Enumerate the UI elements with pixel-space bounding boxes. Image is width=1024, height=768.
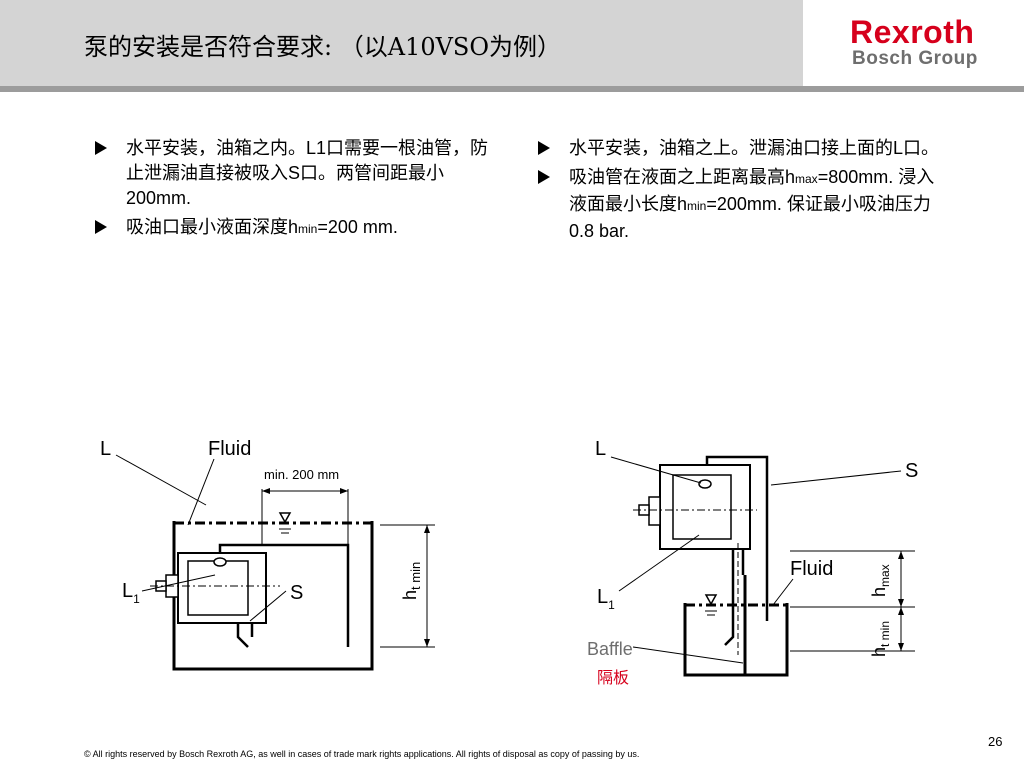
- bullet-text: h: [677, 194, 688, 214]
- bullet-text: =200mm.: [706, 194, 787, 214]
- svg-text:hmax: hmax: [869, 564, 892, 597]
- bullet-text: h: [288, 217, 299, 237]
- bullet-item: 吸油管在液面之上距离最高hmax=800mm. 浸入液面最小长度hmin=200…: [538, 165, 948, 244]
- bullet-text: =800mm.: [817, 167, 899, 187]
- bullet-arrow-icon: [538, 141, 550, 155]
- bullet-text: 200mm.: [126, 188, 192, 208]
- leak-pipe: [218, 543, 350, 647]
- hmax-label: h: [869, 587, 889, 597]
- bullet-text: S: [288, 163, 301, 183]
- fluid-level-symbol: [278, 512, 292, 524]
- hmin-label: h: [869, 647, 889, 657]
- h-sub-label: t min: [408, 562, 423, 590]
- page-number: 26: [988, 734, 1003, 749]
- bullet-text: 0.8 bar.: [569, 221, 630, 241]
- dimension-label: min. 200 mm: [264, 467, 339, 482]
- h-label: h: [400, 590, 420, 600]
- label-baffle: Baffle: [587, 639, 633, 659]
- leak-pipe: [705, 455, 769, 621]
- bullet-subscript: min: [298, 222, 318, 236]
- bosch-group-logo: Bosch Group: [852, 48, 978, 69]
- label-fluid: Fluid: [790, 558, 833, 580]
- slide-title: 泵的安装是否符合要求: （以A10VSO为例）: [84, 33, 562, 61]
- bullet-text: =200 mm.: [317, 217, 398, 237]
- hmin-sub-label: t min: [878, 621, 892, 647]
- left-text-column: 水平安装，油箱之内。L1口需要一根油管，防止泄漏油直接被吸入S口。两管间距最小 2…: [95, 136, 505, 246]
- bullet-text: 水平安装，油箱之上。泄漏油口接上面的: [569, 138, 893, 159]
- bullet-text: 口。: [903, 138, 940, 159]
- label-L1: L: [122, 580, 133, 602]
- label-fluid: Fluid: [208, 438, 251, 460]
- bullet-item: 水平安装，油箱之内。L1口需要一根油管，防止泄漏油直接被吸入S口。两管间距最小 2…: [95, 136, 505, 211]
- bullet-text: 吸油管在液面之上距离最高: [569, 167, 785, 188]
- bullet-item: 吸油口最小液面深度hmin=200 mm.: [95, 215, 505, 242]
- bullet-text: L: [893, 138, 904, 158]
- bullet-subscript: min: [687, 199, 707, 213]
- label-L: L: [595, 438, 606, 460]
- bullet-arrow-icon: [538, 170, 550, 184]
- pump-flange: [648, 496, 661, 526]
- label-S: S: [290, 582, 303, 604]
- tank-outline: [683, 603, 789, 677]
- figure-above-tank-installation: Baffle 隔板 hmax ht min L S Fluid L1: [587, 438, 918, 687]
- label-L1: L: [597, 586, 608, 608]
- bullet-text: 口需要一根油管，防止泄漏油直接被吸入: [126, 138, 489, 184]
- label-baffle-zh: 隔板: [597, 669, 629, 687]
- right-text-column: 水平安装，油箱之上。泄漏油口接上面的L口。吸油管在液面之上距离最高hmax=80…: [538, 136, 948, 248]
- svg-text:L1: L1: [122, 580, 140, 606]
- header-divider: [0, 86, 1024, 92]
- hmax-sub-label: max: [878, 564, 892, 587]
- bullet-text: h: [785, 167, 796, 187]
- title-band: [0, 0, 803, 86]
- suction-pipe: [236, 623, 249, 648]
- bullet-arrow-icon: [95, 220, 107, 234]
- bullet-text: L1: [306, 138, 327, 158]
- svg-text:ht min: ht min: [400, 562, 423, 600]
- bullet-subscript: max: [795, 172, 818, 186]
- rexroth-logo: Rexroth: [850, 14, 975, 50]
- label-S: S: [905, 460, 918, 482]
- bullet-text: 水平安装，油箱之内。: [126, 138, 306, 159]
- label-L1-sub: 1: [608, 598, 615, 612]
- label-L: L: [100, 438, 111, 460]
- bullet-arrow-icon: [95, 141, 107, 155]
- bullet-text: 浸入液面最小长度: [569, 167, 935, 215]
- figure-in-tank-installation: min. 200 mm ht min L Fluid L1 S: [100, 438, 435, 671]
- svg-text:ht min: ht min: [869, 621, 892, 657]
- bullet-text: 保证最小吸油压力: [786, 194, 931, 215]
- bullet-text: 吸油口最小液面深度: [126, 217, 288, 238]
- bullet-item: 水平安装，油箱之上。泄漏油口接上面的L口。: [538, 136, 948, 161]
- copyright-footer: © All rights reserved by Bosch Rexroth A…: [84, 749, 640, 759]
- suction-pipe: [724, 549, 735, 646]
- svg-text:L1: L1: [597, 586, 615, 612]
- fluid-level-symbol: [704, 594, 718, 606]
- bullet-text: 口。两管间距最小: [300, 163, 445, 184]
- slide-header: 泵的安装是否符合要求: （以A10VSO为例） Rexroth Bosch Gr…: [0, 0, 1024, 86]
- label-L1-sub: 1: [133, 592, 140, 606]
